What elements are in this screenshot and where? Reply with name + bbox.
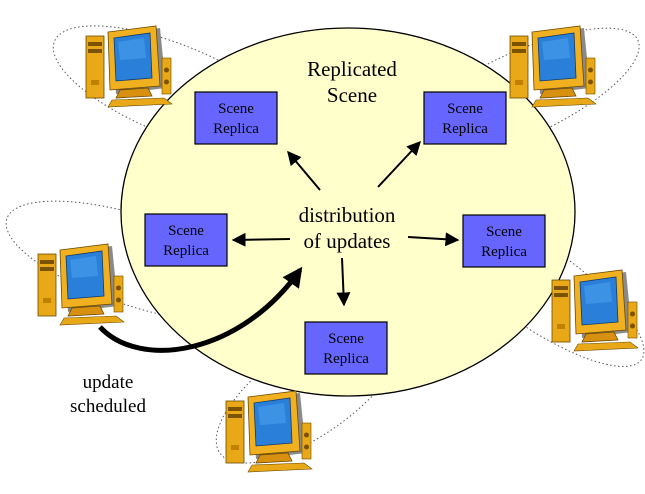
replica-label-line1: Scene: [168, 223, 204, 239]
arrow-to-replica-top-left: [287, 150, 321, 191]
center-label-line1: distribution: [299, 203, 396, 227]
replica-label-line1: Scene: [447, 101, 483, 117]
update-arrow: [98, 266, 303, 353]
scene-title-line1: Replicated: [307, 57, 397, 81]
arrow-to-replica-bottom: [336, 257, 351, 307]
computer-icon: [225, 390, 313, 473]
computer-icon: [37, 243, 125, 326]
scene-replica-left: Scene Replica: [144, 213, 228, 267]
scene-replica-top-right: Scene Replica: [423, 91, 507, 145]
computer-icon: [509, 25, 597, 108]
arrow-to-replica-left: [231, 232, 291, 247]
computer-icon: [551, 269, 639, 352]
replica-label-line1: Scene: [486, 224, 522, 240]
scene-replica-right: Scene Replica: [462, 214, 546, 268]
replica-label-line2: Replica: [163, 243, 209, 259]
replica-label-line2: Replica: [481, 244, 527, 260]
replica-label-line1: Scene: [328, 331, 364, 347]
center-label-line2: of updates: [304, 229, 391, 253]
scene-replica-bottom: Scene Replica: [304, 321, 388, 375]
replica-label-line2: Replica: [442, 121, 488, 137]
update-caption-line1: update: [83, 372, 134, 393]
scene-title-line2: Scene: [327, 83, 377, 107]
replica-label-line2: Replica: [323, 351, 369, 367]
update-caption-line2: scheduled: [70, 396, 146, 417]
arrow-to-replica-right: [407, 232, 460, 247]
scene-replica-top-left: Scene Replica: [194, 91, 278, 145]
arrow-to-replica-top-right: [377, 140, 421, 188]
computer-icon: [85, 25, 173, 108]
replica-label-line1: Scene: [218, 101, 254, 117]
replica-label-line2: Replica: [213, 121, 259, 137]
